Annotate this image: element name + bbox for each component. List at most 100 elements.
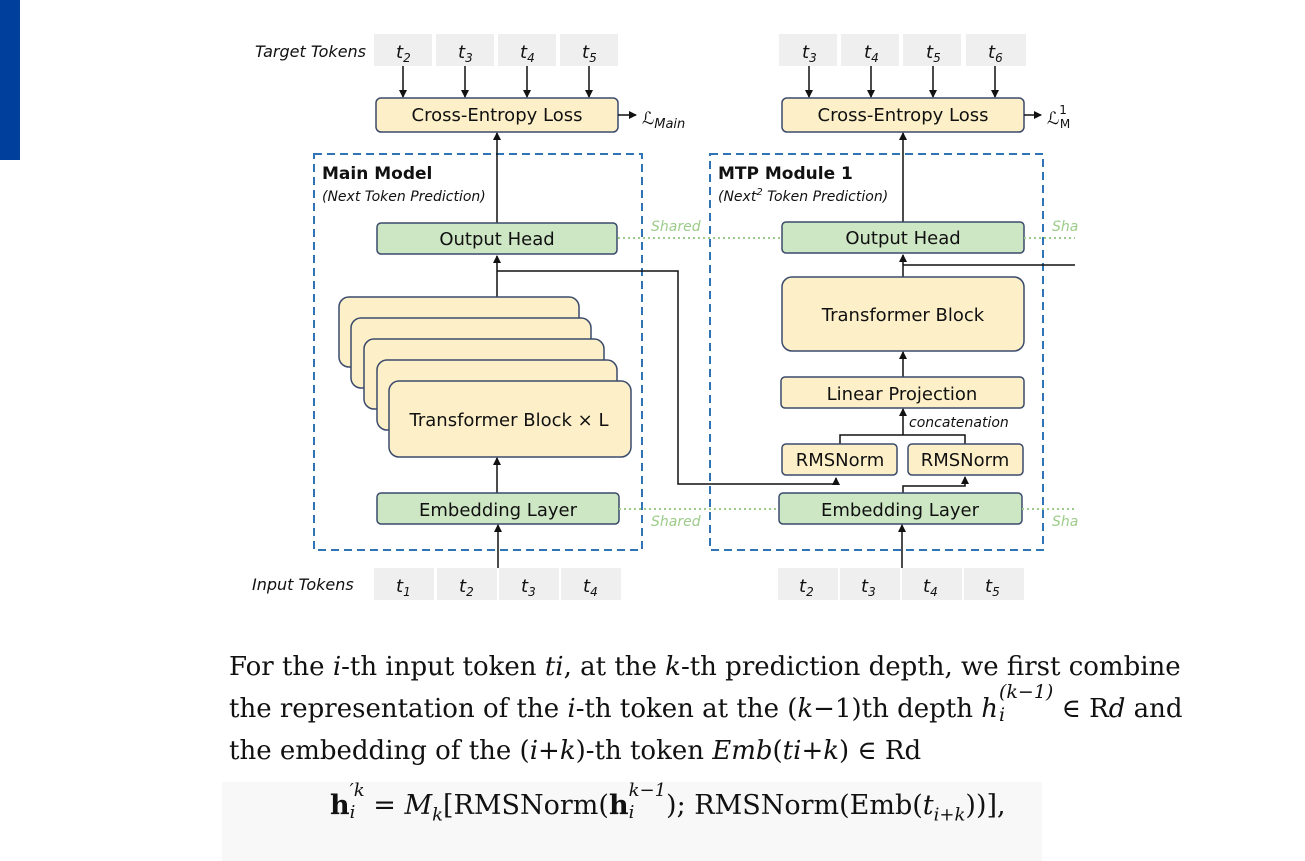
text-span: -th input token [341,652,545,682]
paragraph-line-2: the representation of the i-th token at … [229,683,1229,730]
mtp-target-token-cell-2 [841,34,899,66]
formula-h: h [330,790,350,821]
mtp-input-token-cell-1 [778,568,838,600]
math-emb: Emb [712,736,773,766]
math-i: i [332,652,342,682]
text-span: -th prediction depth, we first combine [680,652,1181,682]
formula-h2-sub: i [628,801,635,823]
math-k: k [665,652,681,682]
main-model-subtitle: (Next Token Prediction) [322,189,486,205]
math-i: i [567,694,576,724]
text-span: ( [772,736,783,766]
math-k: k [797,694,814,724]
mtp-diagram: Target Tokens t2 t3 t4 t5 Cross-Entropy … [252,34,1078,600]
text-span: )-th token [575,736,713,766]
text-span: ∈ R [1053,694,1109,724]
math-ti: ti [544,652,564,682]
formula-close: ))], [965,790,1006,821]
formula-h-sup: ′k [349,779,365,801]
mtp-embedding-label: Embedding Layer [821,500,980,521]
main-output-head-label: Output Head [439,229,554,250]
rmsnorm-left-label: RMSNorm [796,450,885,471]
shared-label-top-partial: Sha [1052,219,1078,235]
math-h-base: h [981,694,998,724]
text-span: the representation of the [229,694,568,724]
text-span: ) ∈ Rd [839,736,922,766]
input-tokens-label: Input Tokens [252,575,354,594]
main-input-token-cell-3 [499,568,559,600]
shared-label-bottom-partial: Sha [1052,514,1078,530]
formula-background [222,782,1042,861]
text-span: the embedding of the ( [229,736,530,766]
rmsnorm-left [781,443,898,476]
main-input-tokens: t1 t2 t3 t4 [374,568,621,600]
main-target-token-cell-2 [436,34,494,66]
math-h-sub: i [998,704,1006,726]
formula-mid: ); RMSNorm(Emb( [666,790,923,821]
mtp-target-token-cell-1 [779,34,837,66]
main-input-token-cell-1 [374,568,434,600]
shared-label-bottom: Shared [651,514,701,530]
shared-label-top: Shared [651,219,701,235]
main-target-tokens: t2 t3 t4 t5 [374,34,618,66]
formula-equals: = [364,790,405,821]
text-span: + [538,736,560,766]
paragraph-line-3: the embedding of the (i+k)-th token Emb(… [229,730,1229,772]
main-model-container [313,153,643,551]
mtp-transformer-label: Transformer Block [821,305,985,326]
mtp-target-token-cell-3 [903,34,961,66]
math-k: k [823,736,839,766]
main-model-title: Main Model [322,164,432,184]
main-loss-symbol: ℒMain [642,109,685,132]
description-paragraph: For the i-th input token ti, at the k-th… [229,646,1229,772]
mtp-input-token-cell-4 [964,568,1024,600]
main-transformer-stack: Transformer Block × L [338,296,632,458]
rmsnorm-right [907,443,1024,476]
math-d: d [1108,694,1126,724]
mtp-linear-projection-label: Linear Projection [827,384,978,405]
mtp-output-head-label: Output Head [845,228,960,249]
rmsnorm-right-label: RMSNorm [921,450,1010,471]
formula-t-sub: i+k [933,804,966,826]
math-k: k [559,736,576,766]
accent-bar [0,0,20,160]
text-span: −1)th depth [813,694,982,724]
paragraph-line-1: For the i-th input token ti, at the k-th… [229,646,1229,688]
text-span: -th token at the ( [575,694,798,724]
formula-h2: h [608,790,629,821]
formula-h-sub: i [349,801,356,823]
main-target-token-cell-3 [498,34,556,66]
mtp-module-subtitle: (Next2 Token Prediction) [718,187,888,205]
text-span: and [1125,694,1183,724]
mtp-input-tokens: t2 t3 t4 t5 [778,568,1024,600]
text-span: + [801,736,824,766]
concatenation-label: concatenation [909,415,1009,431]
stack-layer-5 [388,380,632,458]
main-output-head [376,222,618,255]
math-h-sup: (k−1) [998,681,1054,703]
main-target-token-cell-1 [374,34,432,66]
main-input-token-cell-2 [437,568,497,600]
math-ti: ti [782,736,802,766]
mtp-target-tokens: t3 t4 t5 t6 [779,34,1026,66]
text-span: , at the [563,652,666,682]
math-i: i [529,736,539,766]
main-input-token-cell-4 [561,568,621,600]
mtp-target-token-cell-4 [966,34,1026,66]
target-tokens-label: Target Tokens [255,42,366,61]
formula-h2-sup: k−1 [628,779,667,801]
formula-t: t [922,790,934,821]
main-embedding-label: Embedding Layer [419,500,578,521]
formula-m-sub: k [432,804,444,826]
main-loss-label: Cross-Entropy Loss [412,105,583,126]
formula-m: M [404,790,433,821]
mtp-input-token-cell-2 [840,568,900,600]
math-h: h(k−1)i [981,683,1053,730]
text-span: For the [229,652,333,682]
mtp-module-title: MTP Module 1 [718,164,853,184]
mtp-module-container [709,153,1044,551]
mtp-loss-label: Cross-Entropy Loss [818,105,989,126]
formula-open: [RMSNorm( [443,790,609,821]
